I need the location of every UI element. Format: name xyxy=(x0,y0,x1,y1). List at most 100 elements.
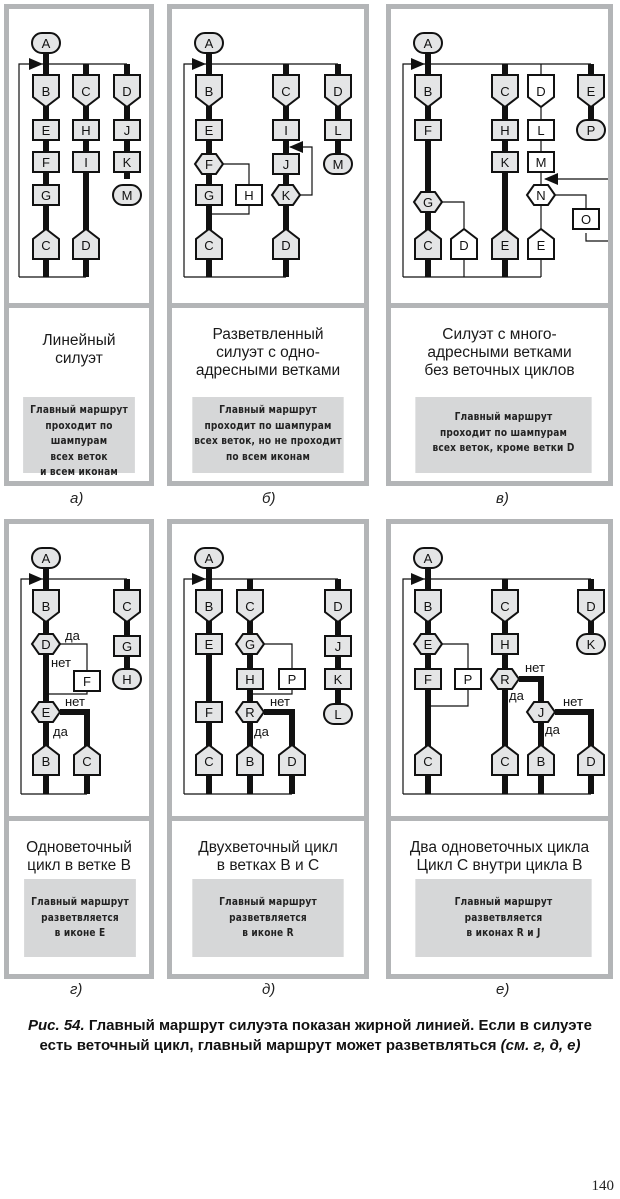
node-term xyxy=(323,153,353,175)
title-line: Разветвленный xyxy=(212,326,324,343)
thin-line xyxy=(442,201,465,229)
title-line: силуэт xyxy=(55,350,103,367)
note-line: Главный маршрут xyxy=(31,896,129,908)
node-label: K xyxy=(334,672,343,687)
node-label: F xyxy=(42,155,50,170)
node-label: A xyxy=(205,36,214,51)
panel-note: Главный маршрут проходит по шампурам все… xyxy=(415,397,592,473)
caption-line-1: Рис. 54. Главный маршрут силуэта показан… xyxy=(0,1016,620,1036)
arrow-icon xyxy=(289,141,303,153)
node-hex xyxy=(525,701,557,723)
node-box xyxy=(236,668,264,690)
node-term xyxy=(194,32,224,54)
node-hex xyxy=(412,633,444,655)
title-line: без веточных циклов xyxy=(424,362,575,379)
node-head xyxy=(113,74,141,109)
node-addr xyxy=(527,743,555,776)
node-label: P xyxy=(288,672,297,687)
node-label: K xyxy=(587,637,596,652)
node-label: K xyxy=(501,155,510,170)
node-label: F xyxy=(83,674,91,689)
node-box xyxy=(491,151,519,173)
node-box xyxy=(324,668,352,690)
panel-label-f: е) xyxy=(496,981,510,998)
branch-condition-label: нет xyxy=(270,694,290,709)
node-addr xyxy=(450,227,478,260)
panel-divider xyxy=(172,303,364,308)
node-head xyxy=(72,74,100,109)
node-box xyxy=(195,633,223,655)
node-box xyxy=(113,635,141,657)
node-term xyxy=(112,184,142,206)
node-label: A xyxy=(42,36,51,51)
panel-title: Два одноветочных цикла Цикл C внутри цик… xyxy=(391,839,608,875)
node-box xyxy=(32,119,60,141)
node-hex xyxy=(412,191,444,213)
panel-label-e: д) xyxy=(262,981,276,998)
node-addr xyxy=(491,227,519,260)
node-addr xyxy=(278,743,306,776)
arrow-icon xyxy=(411,573,425,585)
node-label: O xyxy=(581,212,591,227)
node-addr xyxy=(414,743,442,776)
node-label: R xyxy=(245,705,254,720)
arrow-icon xyxy=(192,58,206,70)
node-term xyxy=(112,668,142,690)
note-line: по всем иконам xyxy=(225,450,311,463)
node-head xyxy=(32,74,60,109)
node-label: D xyxy=(81,238,90,253)
node-term xyxy=(31,547,61,569)
node-label: G xyxy=(423,195,433,210)
node-box xyxy=(527,119,555,141)
panel-title: Разветвленный силуэт с одно- адресными в… xyxy=(172,326,364,380)
note-line: всех веток, кроме ветки D xyxy=(432,442,575,454)
node-box xyxy=(32,151,60,173)
panel-divider xyxy=(391,303,608,308)
note-line: и всем иконам xyxy=(40,466,118,478)
node-addr xyxy=(195,227,223,260)
node-label: L xyxy=(537,123,544,138)
node-label: B xyxy=(42,754,51,769)
branch-condition-label: нет xyxy=(525,660,545,675)
node-label: C xyxy=(245,599,254,614)
node-box xyxy=(272,119,300,141)
arrow-icon xyxy=(29,58,43,70)
note-line: всех веток xyxy=(50,450,108,463)
node-addr xyxy=(527,227,555,260)
node-label: G xyxy=(204,188,214,203)
node-label: B xyxy=(424,599,433,614)
node-label: C xyxy=(500,599,509,614)
node-label: P xyxy=(587,123,596,138)
node-label: E xyxy=(205,123,214,138)
panel-note: Главный маршрут проходит по шампурам все… xyxy=(23,397,135,478)
node-head xyxy=(491,589,519,624)
node-label: D xyxy=(586,754,595,769)
title-line: адресными ветками xyxy=(195,362,341,379)
node-label: A xyxy=(42,551,51,566)
node-label: F xyxy=(424,123,432,138)
node-box xyxy=(491,119,519,141)
node-box xyxy=(235,184,263,206)
node-label: H xyxy=(500,123,509,138)
node-head xyxy=(577,589,605,624)
node-label: J xyxy=(335,639,342,654)
branch-condition-label: нет xyxy=(563,694,583,709)
node-term xyxy=(413,32,443,54)
node-label: A xyxy=(424,551,433,566)
thin-line xyxy=(250,690,293,695)
panel-title: Одноветочный цикл в ветке B xyxy=(9,839,149,875)
note-line: разветвляется xyxy=(41,911,119,924)
node-label: B xyxy=(424,84,433,99)
node-label: B xyxy=(42,599,51,614)
node-hex xyxy=(270,184,302,206)
node-label: C xyxy=(82,754,91,769)
node-addr xyxy=(236,743,264,776)
node-label: M xyxy=(333,157,344,172)
